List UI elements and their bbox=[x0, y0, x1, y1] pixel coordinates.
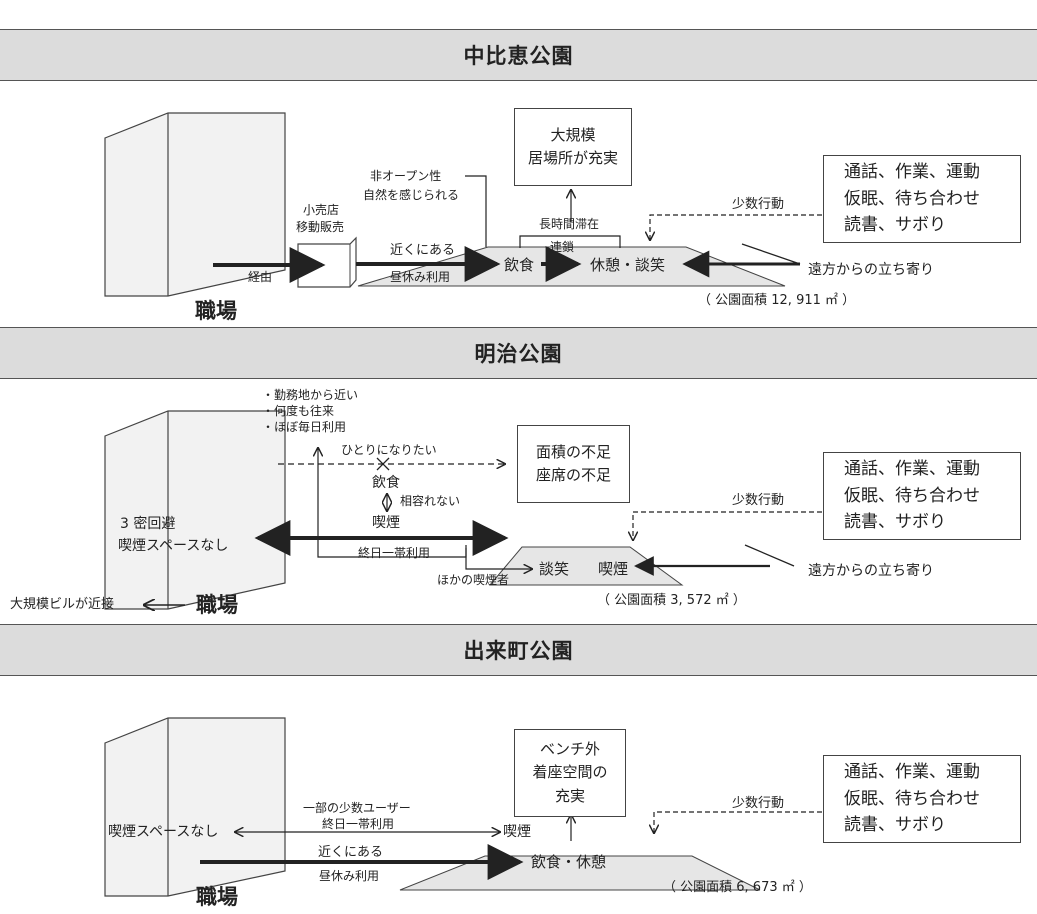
mobile-sales-label: 移動販売 bbox=[296, 220, 345, 234]
building-1 bbox=[104, 112, 286, 297]
activity-line: 読書、サボり bbox=[844, 815, 946, 836]
incompatible-label: 相容れない bbox=[400, 494, 461, 508]
note-line: ・勤務地から近い bbox=[262, 388, 359, 402]
non-open-label: 非オープン性 bbox=[370, 169, 442, 183]
eat-rest-label: 飲食・休憩 bbox=[531, 853, 607, 871]
near-label: 近くにある bbox=[390, 243, 456, 258]
lunch-label: 昼休み利用 bbox=[390, 270, 451, 284]
building-2 bbox=[104, 410, 286, 610]
activity-line: 通話、作業、運動 bbox=[844, 459, 980, 480]
note-line: ・ほぼ毎日利用 bbox=[262, 420, 347, 434]
building-3 bbox=[104, 717, 286, 897]
box-line: 着座空間の bbox=[532, 763, 608, 782]
nature-label: 自然を感じられる bbox=[363, 188, 460, 202]
all-day-label: 終日一帯利用 bbox=[358, 546, 431, 560]
box-line: ベンチ外 bbox=[539, 740, 600, 759]
park-area-2 bbox=[488, 546, 684, 586]
workplace-label: 職場 bbox=[195, 299, 237, 323]
shop-label: 小売店 bbox=[303, 203, 340, 217]
section3-graphics bbox=[104, 717, 822, 897]
activity-line: 読書、サボり bbox=[844, 215, 946, 236]
chain-label: 連鎖 bbox=[550, 240, 575, 254]
via-label: 経由 bbox=[248, 270, 273, 284]
minority-label: 少数行動 bbox=[732, 197, 785, 212]
activity-line: 仮眠、待ち合わせ bbox=[844, 485, 980, 506]
talk-label: 談笑 bbox=[539, 560, 570, 578]
all-day-label: 終日一帯利用 bbox=[322, 817, 395, 831]
lunch-label: 昼休み利用 bbox=[319, 869, 380, 883]
section2-graphics bbox=[104, 410, 822, 610]
stopover-label: 遠方からの立ち寄り bbox=[808, 563, 934, 579]
box-line: 充実 bbox=[554, 786, 585, 805]
minority-label: 少数行動 bbox=[732, 796, 785, 811]
activities-box: 通話、作業、運動 仮眠、待ち合わせ 読書、サボり bbox=[823, 452, 1021, 540]
other-smokers-label: ほかの喫煙者 bbox=[437, 573, 510, 587]
activity-line: 通話、作業、運動 bbox=[844, 162, 980, 183]
park-area-label: （ 公園面積 6, 673 ㎡ ） bbox=[663, 880, 812, 895]
shop-box bbox=[297, 236, 357, 288]
avoid-label: 3 密回避 bbox=[120, 516, 176, 532]
workplace-label: 職場 bbox=[196, 885, 238, 909]
park-area-label: （ 公園面積 3, 572 ㎡ ） bbox=[597, 593, 746, 608]
box-line: 座席の不足 bbox=[535, 466, 611, 484]
workplace-label: 職場 bbox=[196, 593, 238, 617]
no-smoking-space-label: 喫煙スペースなし bbox=[118, 538, 229, 554]
minority-label: 少数行動 bbox=[732, 493, 785, 508]
near-label: 近くにある bbox=[318, 845, 384, 860]
eating-label: 飲食 bbox=[504, 256, 535, 274]
activity-line: 仮眠、待ち合わせ bbox=[844, 788, 980, 809]
activities-box: 通話、作業、運動 仮眠、待ち合わせ 読書、サボり bbox=[823, 155, 1021, 243]
alone-label: ひとりになりたい bbox=[341, 443, 437, 457]
large-space-box: 大規模 居場所が充実 bbox=[514, 108, 632, 186]
bench-box: ベンチ外 着座空間の 充実 bbox=[514, 729, 626, 817]
note-line: ・何度も往来 bbox=[262, 404, 335, 418]
box-line: 居場所が充実 bbox=[527, 149, 618, 167]
eating-label: 飲食 bbox=[372, 475, 400, 491]
section-title: 中比恵公園 bbox=[463, 44, 574, 68]
park-area-label: （ 公園面積 12, 911 ㎡ ） bbox=[698, 293, 856, 308]
activity-line: 読書、サボり bbox=[844, 512, 946, 533]
smoking-label: 喫煙 bbox=[372, 515, 400, 531]
activity-line: 通話、作業、運動 bbox=[844, 762, 980, 783]
section-header: 中比恵公園 bbox=[0, 29, 1037, 81]
box-line: 大規模 bbox=[550, 125, 596, 144]
smoking-label: 喫煙 bbox=[503, 824, 531, 840]
section-title: 出来町公園 bbox=[463, 639, 574, 663]
shortage-box: 面積の不足 座席の不足 bbox=[517, 425, 630, 503]
section-header: 明治公園 bbox=[0, 327, 1037, 379]
activity-line: 仮眠、待ち合わせ bbox=[844, 188, 980, 209]
section1-graphics bbox=[104, 112, 822, 297]
section-header: 出来町公園 bbox=[0, 624, 1037, 676]
nearby-building-label: 大規模ビルが近接 bbox=[10, 597, 115, 612]
no-smoking-space-label: 喫煙スペースなし bbox=[108, 824, 219, 840]
some-users-label: 一部の少数ユーザー bbox=[303, 801, 411, 815]
box-line: 面積の不足 bbox=[535, 442, 611, 461]
activities-box: 通話、作業、運動 仮眠、待ち合わせ 読書、サボり bbox=[823, 755, 1021, 843]
long-stay-label: 長時間滞在 bbox=[539, 217, 600, 231]
stopover-label: 遠方からの立ち寄り bbox=[808, 262, 934, 278]
rest-talk-label: 休憩・談笑 bbox=[590, 256, 666, 274]
smoking-label-2: 喫煙 bbox=[598, 560, 629, 578]
section-title: 明治公園 bbox=[474, 342, 563, 366]
